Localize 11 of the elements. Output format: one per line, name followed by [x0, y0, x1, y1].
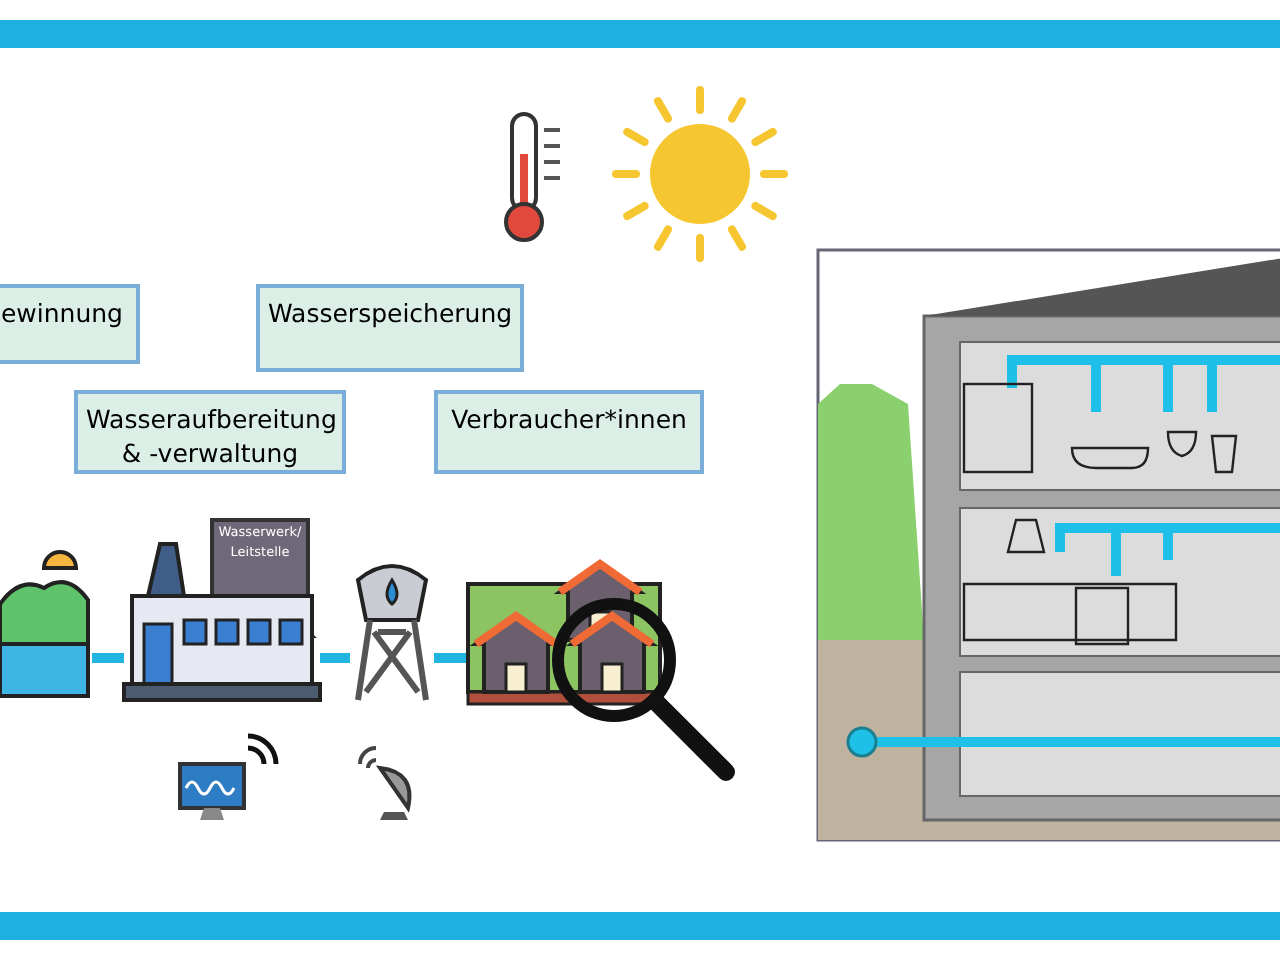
water-pipe: [320, 653, 350, 663]
stage-label: Wasseraufbereitung & -verwaltung: [86, 404, 334, 472]
stage-label: Verbraucher*innen: [449, 404, 689, 438]
water-pipe: [434, 653, 468, 663]
stage-label: Wasserspeicherung: [268, 298, 512, 332]
label-box: [256, 284, 524, 372]
label-box: [74, 390, 346, 474]
water-pipe: [92, 653, 124, 663]
label-box: [434, 390, 704, 474]
stage-label: ewinnung: [0, 298, 125, 332]
label-box: [0, 284, 140, 364]
